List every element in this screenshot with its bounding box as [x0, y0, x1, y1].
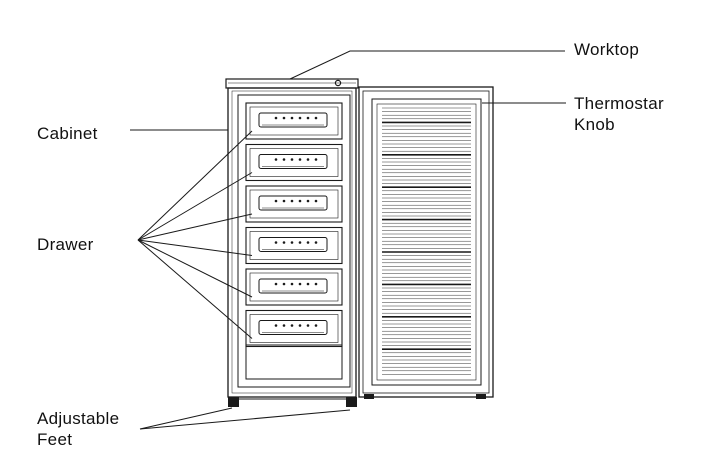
left-foot: [228, 397, 239, 407]
door-grille: [382, 107, 471, 375]
bottom-compartment: [245, 344, 343, 380]
drawer-leader-line: [137, 239, 253, 256]
freezer-door: [358, 86, 494, 399]
thermostat-knob: [334, 79, 342, 87]
drawer-leader-line: [137, 239, 253, 298]
drawer: [245, 309, 343, 348]
label-cabinet: Cabinet: [37, 124, 98, 143]
label-thermostat-line1: Thermostar: [574, 94, 664, 113]
right-foot: [346, 397, 357, 407]
drawer-handle: [258, 278, 328, 294]
drawer-handle: [258, 195, 328, 211]
drawer: [245, 143, 343, 182]
drawer-handle: [258, 320, 328, 335]
adjustable-feet: [228, 397, 357, 407]
drawer-leader-line: [137, 239, 253, 339]
label-drawer: Drawer: [37, 235, 94, 254]
label-feet-line2: Feet: [37, 430, 73, 449]
label-thermostat-line2: Knob: [574, 115, 615, 134]
drawer-handle: [258, 112, 328, 128]
drawer: [245, 185, 343, 223]
drawer-leader-line: [137, 130, 253, 241]
leader-lines: [130, 50, 566, 430]
drawer: [245, 102, 343, 140]
drawer-handle: [258, 154, 328, 169]
drawer-handle: [258, 237, 328, 252]
cabinet-body: [227, 87, 357, 398]
drawer: [245, 226, 343, 265]
drawer-stack: [245, 102, 343, 348]
drawer-leader-line: [137, 172, 253, 241]
label-feet-line1: Adjustable: [37, 409, 120, 428]
drawer: [245, 268, 343, 306]
drawer-leader-line: [137, 213, 253, 241]
label-worktop: Worktop: [574, 40, 640, 59]
